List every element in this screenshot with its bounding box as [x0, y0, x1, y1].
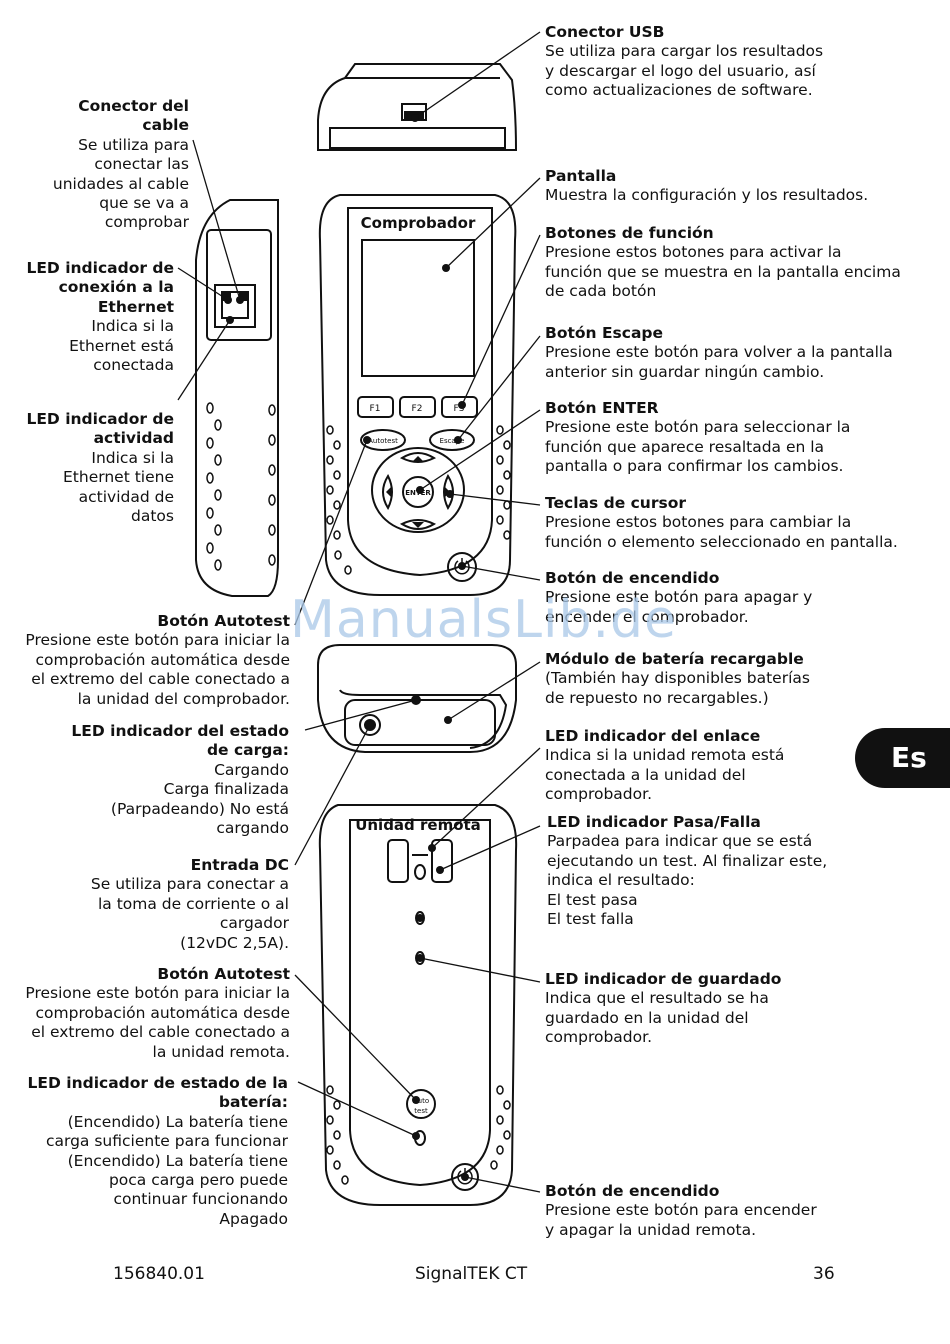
f1-key[interactable]: F1 — [370, 404, 381, 414]
leader-lines — [177, 31, 541, 1193]
tester-top-view — [317, 63, 518, 151]
label-boton-encendido-2: Botón de encendido Presione este botón p… — [545, 1182, 817, 1239]
label-conector-usb: Conector USB Se utiliza para cargar los … — [545, 23, 824, 100]
label-led-actividad: LED indicador de actividad Indica si la … — [26, 410, 174, 526]
label-entrada-dc: Entrada DC Se utiliza para conectar a la… — [90, 856, 289, 952]
footer-product-name: SignalTEK CT — [415, 1264, 528, 1284]
watermark: ManualsLib.de — [290, 590, 678, 650]
escape-key[interactable]: Escape — [440, 437, 465, 445]
remote-label: Unidad remota — [355, 816, 481, 834]
label-autotest-1: Botón Autotest Presione este botón para … — [25, 612, 290, 708]
footer-page-number: 36 — [813, 1264, 835, 1284]
tester-label: Comprobador — [361, 214, 476, 232]
tester-front-view — [318, 194, 517, 596]
f3-key[interactable]: F3 — [454, 404, 465, 414]
footer-doc-number: 156840.01 — [113, 1264, 205, 1284]
f2-key[interactable]: F2 — [412, 404, 423, 414]
label-led-carga: LED indicador del estado de carga: Carga… — [71, 722, 289, 838]
label-pantalla: Pantalla Muestra la configuración y los … — [545, 167, 869, 205]
label-led-bateria: LED indicador de estado de la batería: (… — [27, 1074, 288, 1228]
tester-side-view — [195, 199, 279, 597]
label-led-conexion: LED indicador de conexión a la Ethernet … — [26, 259, 174, 375]
label-autotest-2: Botón Autotest Presione este botón para … — [25, 965, 290, 1061]
label-led-guardado: LED indicador de guardado Indica que el … — [545, 970, 782, 1047]
label-boton-escape: Botón Escape Presione este botón para vo… — [545, 324, 893, 381]
label-conector-cable: Conector del cable Se utiliza para conec… — [52, 97, 189, 232]
label-botones-funcion: Botones de función Presione estos botone… — [545, 224, 901, 301]
label-teclas-cursor: Teclas de cursor Presione estos botones … — [545, 494, 898, 551]
label-led-enlace: LED indicador del enlace Indica si la un… — [545, 727, 785, 804]
label-modulo-bateria: Módulo de batería recargable (También ha… — [545, 650, 810, 707]
label-boton-encendido-1: Botón de encendido Presione este botón p… — [545, 569, 813, 626]
label-led-pasa-falla: LED indicador Pasa/Falla Parpadea para i… — [547, 813, 828, 929]
autotest-key[interactable]: Autotest — [368, 437, 398, 445]
remote-front-view — [318, 804, 518, 1206]
language-tab: Es — [855, 728, 950, 788]
label-boton-enter: Botón ENTER Presione este botón para sel… — [545, 399, 851, 476]
